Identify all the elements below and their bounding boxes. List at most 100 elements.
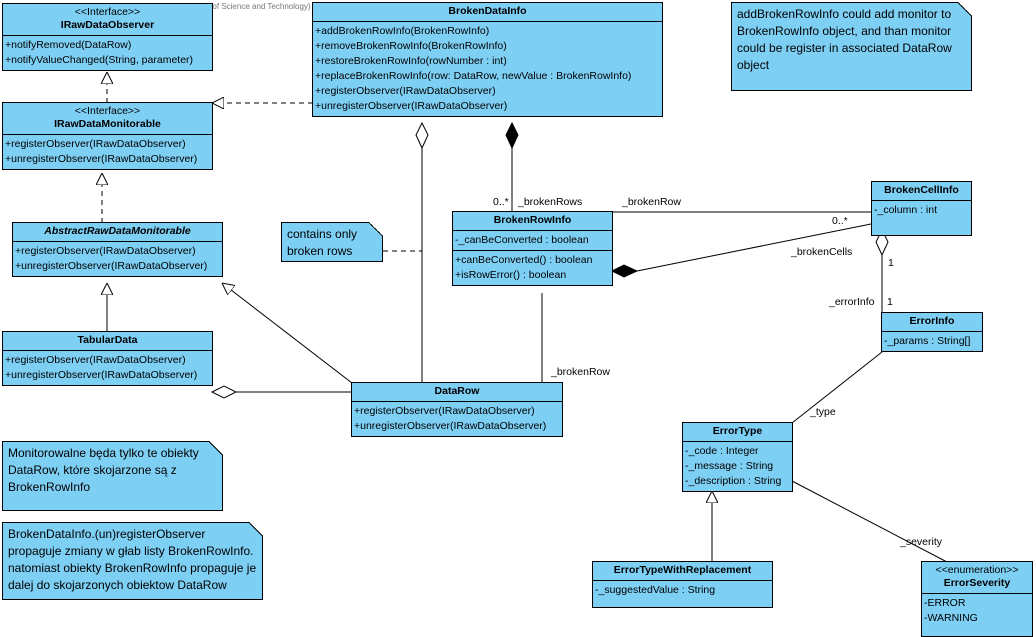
enum-literal: -ERROR (924, 597, 966, 609)
operation: +unregisterObserver(IRawDataObserver) (5, 369, 198, 381)
class-abstract-raw-data-monitorable[interactable]: AbstractRawDataMonitorable +registerObse… (12, 222, 223, 277)
stereotype-label: <<Interface>> (74, 105, 141, 117)
association-edge-errortype-severity (791, 480, 948, 563)
note-propagation-pl[interactable]: BrokenDataInfo.(un)registerObserver prop… (2, 522, 263, 600)
class-header: DataRow (352, 383, 562, 402)
operation: +registerObserver(IRawDataObserver) (5, 354, 186, 366)
operation: +removeBrokenRowInfo(BrokenRowInfo) (315, 40, 507, 52)
note-text: contains only broken rows (287, 227, 358, 258)
attribute: -_params : String[] (884, 335, 971, 347)
class-header: <<Interface>> IRawDataObserver (3, 4, 212, 36)
operation: +canBeConverted() : boolean (455, 254, 593, 266)
attributes-compartment: -_code : Integer -_message : String -_de… (683, 442, 792, 491)
class-header: BrokenCellInfo (872, 182, 971, 201)
attributes-compartment: -_params : String[] (882, 332, 982, 351)
attribute: -_code : Integer (685, 445, 759, 457)
attributes-compartment: -_suggestedValue : String (593, 581, 772, 607)
multiplicity-cell-bottom: 1 (887, 296, 893, 308)
operation: +replaceBrokenRowInfo(row: DataRow, newV… (315, 70, 632, 82)
class-name: BrokenDataInfo (448, 5, 527, 17)
class-header: <<Interface>> IRawDataMonitorable (3, 103, 212, 135)
class-name: IRawDataMonitorable (54, 118, 161, 130)
class-name: BrokenRowInfo (493, 214, 572, 226)
class-header: AbstractRawDataMonitorable (13, 223, 222, 242)
role-type: _type (810, 406, 836, 418)
class-broken-row-info[interactable]: BrokenRowInfo -_canBeConverted : boolean… (452, 211, 613, 286)
composition-diamond-brokenrowinfo (610, 264, 639, 278)
attribute: -_column : int (874, 204, 938, 216)
enum-literal: -WARNING (924, 612, 978, 624)
class-name: ErrorInfo (909, 315, 955, 327)
operation: +unregisterObserver(IRawDataObserver) (5, 153, 198, 165)
role-broken-rows: _brokenRows (518, 196, 583, 208)
class-header: BrokenRowInfo (453, 212, 612, 231)
multiplicity-cell-top: 1 (888, 257, 894, 269)
note-contains-only-broken-rows[interactable]: contains only broken rows (281, 222, 383, 262)
role-severity: _severity (900, 536, 943, 548)
composition-diamond-brokendatainfo (505, 121, 519, 150)
operations-compartment: +registerObserver(IRawDataObserver) +unr… (3, 135, 212, 169)
class-header: ErrorType (683, 423, 792, 442)
operation: +registerObserver(IRawDataObserver) (15, 245, 196, 257)
operations-compartment: +canBeConverted() : boolean +isRowError(… (453, 251, 612, 285)
operation: +registerObserver(IRawDataObserver) (354, 405, 535, 417)
composition-edge-brokenrow-brokencells (636, 223, 872, 272)
stereotype-label: <<Interface>> (74, 6, 141, 18)
class-iraw-data-monitorable[interactable]: <<Interface>> IRawDataMonitorable +regis… (2, 102, 213, 170)
aggregation-diamond-brokendatainfo (415, 121, 429, 150)
role-broken-row-top: _brokenRow (622, 196, 681, 208)
operations-compartment: +registerObserver(IRawDataObserver) +unr… (13, 242, 222, 276)
note-monitorable-pl[interactable]: Monitorowalne będa tylko te obiekty Data… (2, 441, 223, 511)
class-error-type-with-replacement[interactable]: ErrorTypeWithReplacement -_suggestedValu… (592, 561, 773, 608)
class-header: ErrorTypeWithReplacement (593, 562, 772, 581)
aggregation-diamond-brokencellinfo (875, 228, 889, 257)
operation: +addBrokenRowInfo(BrokenRowInfo) (315, 25, 490, 37)
generalization-edge-datarow-abstract (222, 283, 353, 384)
class-header: TabularData (3, 332, 212, 351)
operation: +unregisterObserver(IRawDataObserver) (15, 260, 208, 272)
literals-compartment: -ERROR -WARNING (922, 594, 1032, 636)
operations-compartment: +notifyRemoved(DataRow) +notifyValueChan… (3, 36, 212, 70)
class-name: ErrorSeverity (943, 577, 1011, 589)
role-error-info: _errorInfo (829, 296, 875, 308)
class-name: IRawDataObserver (60, 19, 155, 31)
operation: +registerObserver(IRawDataObserver) (315, 85, 496, 97)
class-name: ErrorTypeWithReplacement (613, 564, 752, 576)
class-error-info[interactable]: ErrorInfo -_params : String[] (881, 312, 983, 352)
operation: +registerObserver(IRawDataObserver) (5, 138, 186, 150)
class-broken-cell-info[interactable]: BrokenCellInfo -_column : int (871, 181, 972, 236)
operation: +notifyValueChanged(String, parameter) (5, 54, 194, 66)
operation: +restoreBrokenRowInfo(rowNumber : int) (315, 55, 507, 67)
multiplicity-broken-rows: 0..* (493, 196, 509, 208)
operation: +unregisterObserver(IRawDataObserver) (354, 420, 547, 432)
class-iraw-data-observer[interactable]: <<Interface>> IRawDataObserver +notifyRe… (2, 3, 213, 71)
class-error-type[interactable]: ErrorType -_code : Integer -_message : S… (682, 422, 793, 492)
multiplicity-broken-cells: 0..* (832, 215, 848, 227)
operations-compartment: +registerObserver(IRawDataObserver) +unr… (3, 351, 212, 385)
operations-compartment: +registerObserver(IRawDataObserver) +unr… (352, 402, 562, 436)
note-add-broken-row-info[interactable]: addBrokenRowInfo could add monitor to Br… (731, 2, 972, 91)
note-text: BrokenDataInfo.(un)registerObserver prop… (8, 527, 257, 592)
class-data-row[interactable]: DataRow +registerObserver(IRawDataObserv… (351, 382, 563, 437)
aggregation-diamond-tabular (210, 385, 238, 399)
note-text: Monitorowalne będa tylko te obiekty Data… (8, 446, 199, 494)
class-header: BrokenDataInfo (313, 3, 662, 22)
class-tabular-data[interactable]: TabularData +registerObserver(IRawDataOb… (2, 331, 213, 386)
stereotype-label: <<enumeration>> (935, 564, 1019, 576)
role-broken-cells: _brokenCells (791, 246, 853, 258)
operation: +unregisterObserver(IRawDataObserver) (315, 100, 508, 112)
attributes-compartment: -_canBeConverted : boolean (453, 231, 612, 251)
role-broken-row-bottom: _brokenRow (551, 366, 610, 378)
class-header: ErrorInfo (882, 313, 982, 332)
association-edge-errorinfo-errortype (791, 351, 883, 424)
operation: +isRowError() : boolean (455, 269, 567, 281)
attribute: -_message : String (685, 460, 774, 472)
class-name: ErrorType (712, 425, 763, 437)
class-name: DataRow (434, 385, 480, 397)
note-text: addBrokenRowInfo could add monitor to Br… (737, 7, 952, 72)
class-name: BrokenCellInfo (884, 184, 959, 196)
class-broken-data-info[interactable]: BrokenDataInfo +addBrokenRowInfo(BrokenR… (312, 2, 663, 117)
class-name: TabularData (77, 334, 138, 346)
enum-error-severity[interactable]: <<enumeration>> ErrorSeverity -ERROR -WA… (921, 561, 1033, 637)
